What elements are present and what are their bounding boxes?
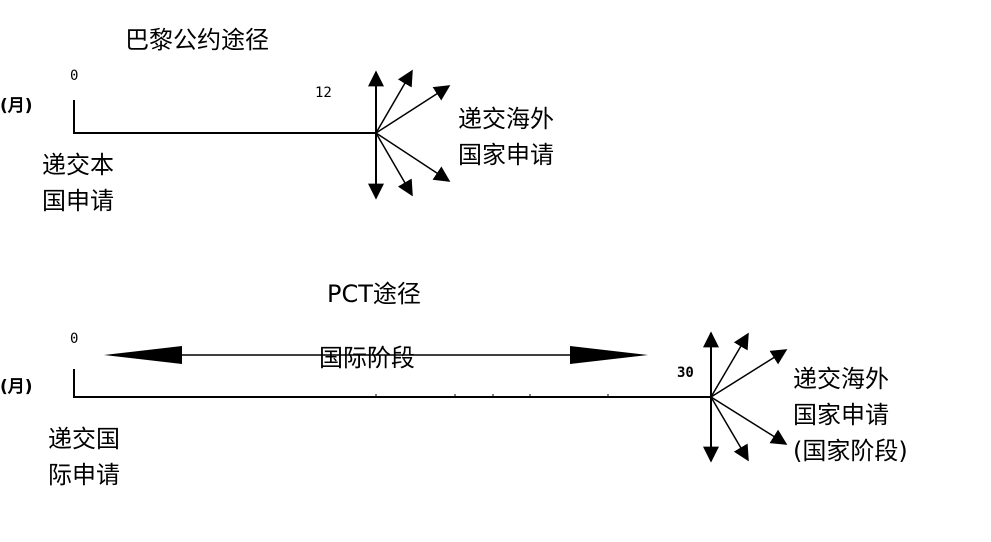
- pct-end-label-line3: (国家阶段): [793, 437, 908, 465]
- phase-arrow-right-head: [570, 346, 648, 364]
- international-phase-arrow: [104, 346, 648, 364]
- paris-end-tick: 12: [315, 85, 332, 101]
- paris-end-label: 递交海外 国家申请: [458, 101, 554, 173]
- pct-arrow-lower-1: [710, 396, 749, 462]
- international-phase-label: 国际阶段: [315, 346, 419, 370]
- paris-arrow-lower-2: [375, 132, 451, 182]
- paris-timeline: [73, 69, 451, 200]
- paris-start-label-line1: 递交本: [42, 151, 114, 179]
- pct-start-label: 递交国 际申请: [48, 421, 120, 493]
- pct-start-tick: 0: [70, 331, 79, 347]
- paris-end-label-line1: 递交海外: [458, 105, 554, 133]
- pct-end-label: 递交海外 国家申请 (国家阶段): [793, 361, 908, 469]
- paris-start-tick: 0: [70, 68, 79, 84]
- pct-unit-label: (月): [0, 377, 33, 397]
- paris-arrow-upper-2: [375, 85, 451, 134]
- paris-end-label-line2: 国家申请: [458, 141, 554, 169]
- pct-end-label-line1: 递交海外: [793, 365, 889, 393]
- pct-start-label-line2: 际申请: [48, 461, 120, 489]
- pct-end-tick: 30: [677, 365, 694, 381]
- pct-arrow-upper-1: [710, 332, 749, 398]
- paris-unit-label: (月): [0, 96, 33, 116]
- pct-title: PCT途径: [327, 280, 421, 308]
- pct-end-label-line2: 国家申请: [793, 401, 889, 429]
- paris-start-label: 递交本 国申请: [42, 147, 114, 219]
- paris-fan-arrows: [368, 69, 451, 200]
- pct-arrow-lower-2: [710, 396, 788, 445]
- paris-arrow-upper-1: [375, 69, 413, 134]
- paris-title: 巴黎公约途径: [125, 26, 269, 54]
- pct-fan-arrows: [703, 331, 788, 463]
- pct-timeline: [73, 331, 788, 463]
- phase-arrow-left-head: [104, 346, 182, 364]
- pct-arrow-upper-2: [710, 349, 788, 398]
- pct-start-label-line1: 递交国: [48, 425, 120, 453]
- pct-month-ticks: [375, 394, 609, 397]
- paris-start-label-line2: 国申请: [42, 187, 114, 215]
- paris-arrow-lower-1: [375, 132, 413, 197]
